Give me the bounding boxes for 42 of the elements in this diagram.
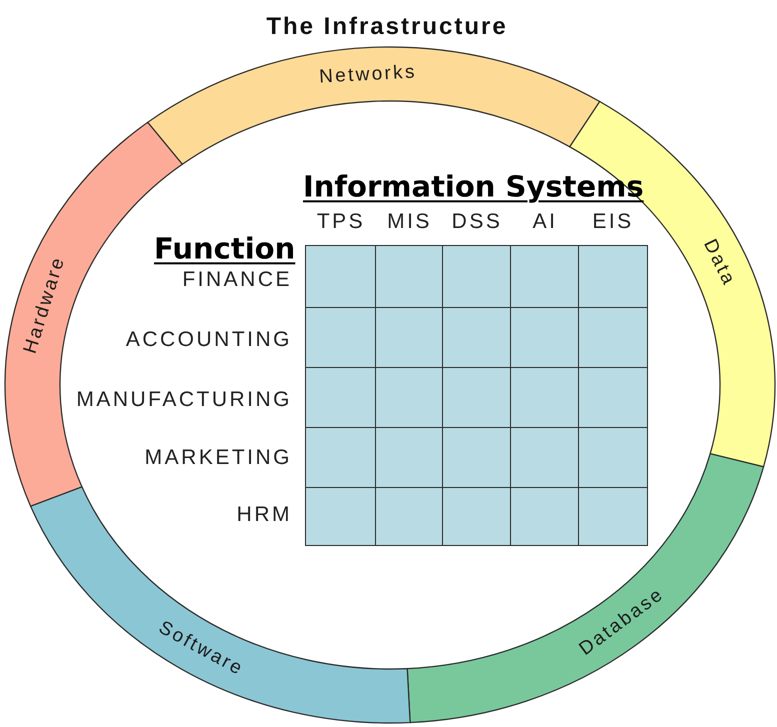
column-header: AI	[532, 210, 558, 234]
grid-cell	[578, 427, 648, 489]
grid-cell	[305, 487, 377, 546]
diagram-title: The Infrastructure	[266, 13, 508, 41]
grid-cell	[375, 427, 444, 489]
segment-label: Networks	[318, 61, 418, 88]
grid-cell	[442, 427, 512, 489]
ring-segment	[146, 46, 601, 166]
grid-cell	[442, 487, 512, 546]
grid-cell	[510, 307, 580, 369]
grid-cell	[375, 487, 444, 546]
grid-cell	[578, 245, 648, 309]
row-header: MARKETING	[144, 446, 292, 470]
grid-cell	[305, 367, 377, 429]
grid-cell	[578, 487, 648, 546]
grid-cell	[578, 307, 648, 369]
ring-segment	[29, 485, 412, 724]
column-header: EIS	[592, 210, 634, 234]
grid-cell	[375, 245, 444, 309]
row-header: FINANCE	[182, 268, 292, 292]
row-header: ACCOUNTING	[126, 328, 292, 352]
segment-label: Data	[698, 236, 740, 290]
grid-cell	[305, 245, 377, 309]
column-header: TPS	[316, 210, 366, 234]
grid-cell	[305, 307, 377, 369]
section-heading: Function	[154, 232, 296, 266]
grid-cell	[375, 367, 444, 429]
column-header: DSS	[452, 210, 502, 234]
column-header: MIS	[387, 210, 432, 234]
grid-cell	[442, 245, 512, 309]
grid-cell	[375, 307, 444, 369]
grid-cell	[510, 245, 580, 309]
grid-cell	[510, 367, 580, 429]
row-header: MANUFACTURING	[76, 387, 292, 412]
grid-cell	[305, 427, 377, 489]
ring-segment	[406, 452, 765, 724]
grid-cell	[578, 367, 648, 429]
grid-cell	[510, 427, 580, 489]
grid-cell	[442, 307, 512, 369]
row-header: HRM	[236, 502, 292, 528]
grid-cell	[442, 367, 512, 429]
grid-cell	[510, 487, 580, 546]
